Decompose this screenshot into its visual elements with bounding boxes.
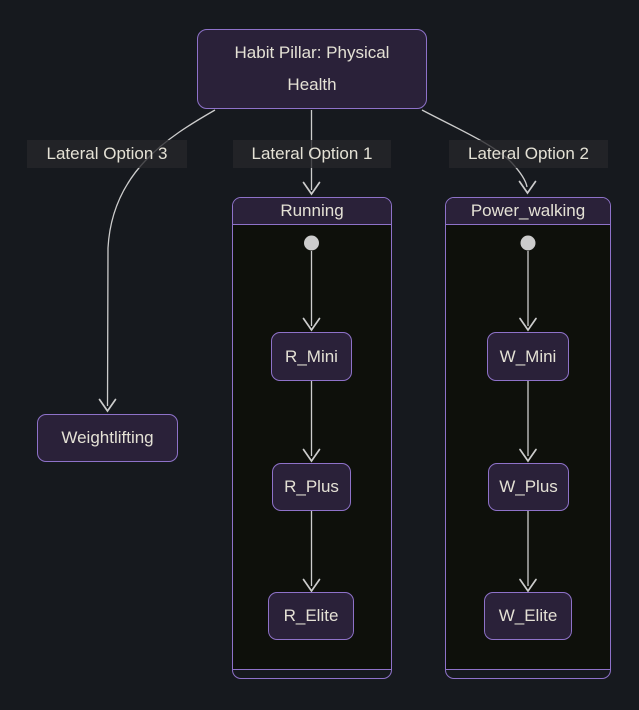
arrowhead-r-mini: [302, 317, 321, 332]
node-w-mini: W_Mini: [487, 332, 569, 381]
node-weightlifting: Weightlifting: [37, 414, 178, 462]
node-r-elite: R_Elite: [268, 592, 354, 640]
arrowhead-w-mini: [519, 317, 537, 332]
initial-state-dot-power-walking: [520, 235, 536, 251]
edge-label-lateral-option-2: Lateral Option 2: [449, 140, 608, 168]
edge-label-lateral-option-3: Lateral Option 3: [27, 140, 187, 168]
node-habit-pillar-line2: Health: [287, 75, 337, 94]
subgraph-power-walking-footer: [446, 669, 610, 678]
edge-label-lateral-option-1: Lateral Option 1: [233, 140, 391, 168]
node-r-mini: R_Mini: [271, 332, 352, 381]
node-r-plus: R_Plus: [272, 463, 351, 511]
arrowhead-running: [302, 181, 321, 196]
subgraph-running-footer: [233, 669, 391, 678]
arrowhead-r-elite: [302, 578, 321, 593]
node-w-elite: W_Elite: [484, 592, 572, 640]
subgraph-running-title: Running: [233, 198, 391, 225]
node-habit-pillar: Habit Pillar: Physical Health: [197, 29, 427, 109]
arrowhead-power-walking: [518, 180, 537, 195]
subgraph-power-walking-title: Power_walking: [446, 198, 610, 225]
arrowhead-w-plus: [519, 448, 537, 463]
arrowhead-r-plus: [302, 448, 321, 463]
arrowhead-w-elite: [519, 578, 537, 593]
node-w-plus: W_Plus: [488, 463, 569, 511]
arrowhead-weightlifting: [98, 398, 117, 413]
node-habit-pillar-line1: Habit Pillar: Physical: [234, 43, 390, 62]
initial-state-dot-running: [304, 235, 319, 251]
